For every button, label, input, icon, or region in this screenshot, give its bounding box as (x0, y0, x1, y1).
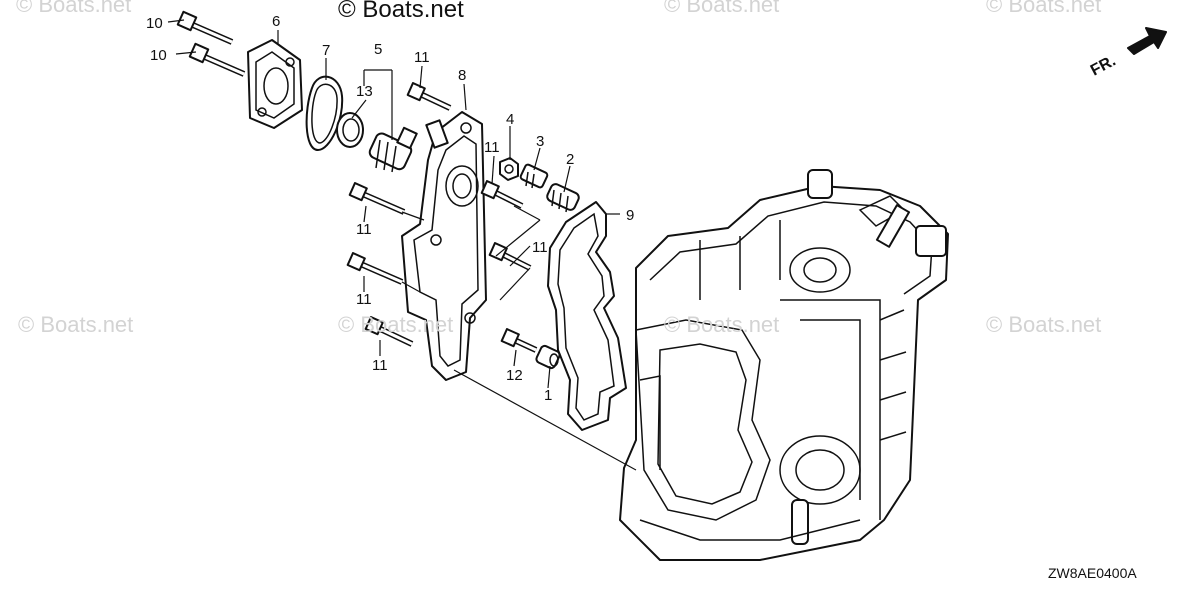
part-1-collar (535, 344, 561, 370)
front-direction-label: FR. (1088, 52, 1119, 79)
bolt-11-top (406, 82, 452, 111)
callout-numbers: 10 10 6 7 5 13 11 8 4 3 11 2 9 11 11 11 … (146, 13, 634, 404)
copyright-watermark-main: © Boats.net (338, 0, 464, 23)
part-9-gasket (547, 201, 627, 431)
callout-10-upper: 10 (146, 15, 163, 32)
leader-lines (167, 19, 637, 471)
callout-6: 6 (272, 13, 280, 30)
part-2-spring (546, 183, 580, 213)
callout-5: 5 (374, 41, 382, 58)
watermark-mid-right: © Boats.net (986, 312, 1102, 337)
part-5-thermostat (368, 126, 418, 173)
callout-1: 1 (544, 387, 552, 404)
callout-11-top: 11 (414, 49, 430, 66)
callout-10-lower: 10 (150, 47, 167, 64)
engine-block (619, 169, 949, 561)
bolt-11-left-lower (364, 316, 414, 347)
callout-11-right: 11 (532, 239, 548, 256)
bolt-11-right-upper (480, 180, 524, 209)
watermark-top-left: © Boats.net (16, 0, 132, 17)
front-direction-arrow-icon: FR. (1088, 27, 1167, 80)
diagram-code: ZW8AE0400A (1048, 565, 1137, 581)
bolt-11-left-middle (346, 252, 404, 285)
callout-13: 13 (356, 83, 373, 100)
bolt-12 (500, 328, 538, 353)
bolt-11-left-upper (348, 182, 406, 215)
callout-11-mid: 11 (484, 139, 500, 156)
callout-3: 3 (536, 133, 544, 150)
callout-11-left-lower: 11 (372, 357, 388, 374)
watermark-mid-center: © Boats.net (338, 312, 454, 337)
watermark-top-center: © Boats.net (664, 0, 780, 17)
bolt-11-right-lower (488, 242, 532, 271)
part-6-cover (247, 39, 303, 129)
part-7-o-ring (305, 75, 344, 151)
watermark-mid-center-right: © Boats.net (664, 312, 780, 337)
callout-4: 4 (506, 111, 514, 128)
watermark-mid-left: © Boats.net (18, 312, 134, 337)
callout-11-left-upper: 11 (356, 221, 372, 238)
callout-7: 7 (322, 42, 330, 59)
callout-8: 8 (458, 67, 466, 84)
part-3-sensor (519, 163, 549, 189)
callout-2: 2 (566, 151, 574, 168)
callout-12: 12 (506, 367, 523, 384)
part-8-housing (401, 111, 487, 381)
bolt-10-upper (176, 10, 234, 45)
part-4-nut (499, 157, 519, 181)
callout-9: 9 (626, 207, 634, 224)
watermark-top-right: © Boats.net (986, 0, 1102, 17)
callout-11-left-middle: 11 (356, 291, 372, 308)
bolt-10-lower (188, 42, 246, 77)
